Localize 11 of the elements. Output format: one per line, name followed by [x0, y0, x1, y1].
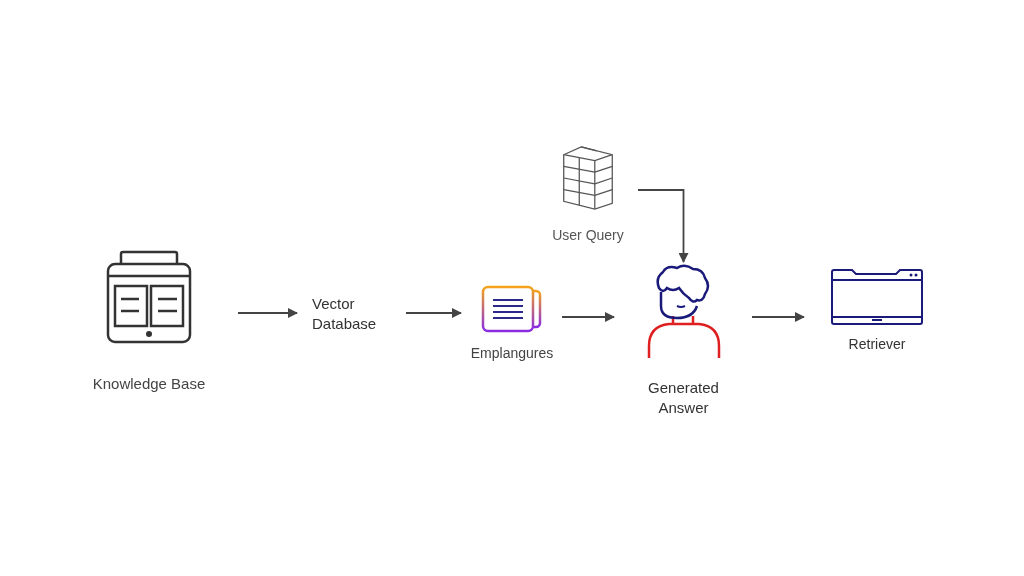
node-label: Emplangures [470, 344, 554, 363]
node-label: Generated Answer [647, 378, 720, 418]
arrow [751, 312, 805, 322]
node-label: Vector Database [312, 294, 378, 334]
node-label: User Query [552, 226, 624, 245]
arrow [405, 308, 462, 318]
arrow [561, 312, 615, 322]
arrow [237, 308, 298, 318]
node-label: Knowledge Base [92, 374, 206, 394]
node-label: Retriever [848, 335, 906, 354]
arrow [637, 189, 689, 263]
